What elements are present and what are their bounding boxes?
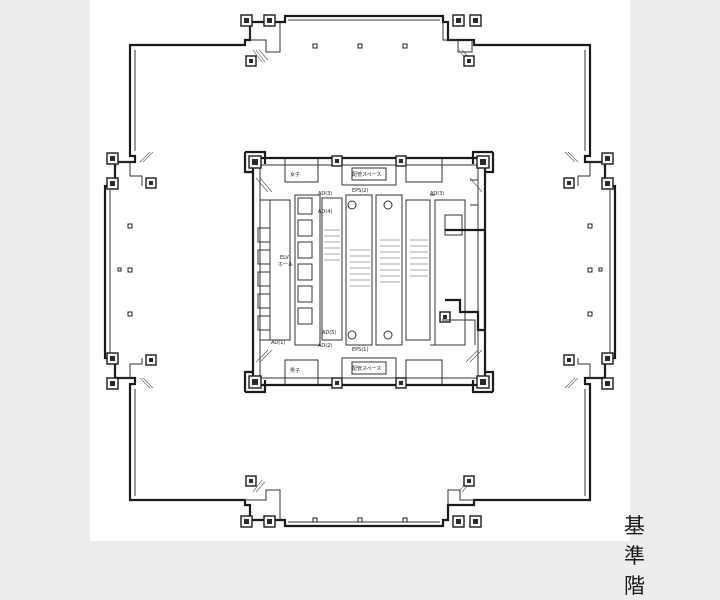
outer-perimeter-wall [103, 14, 617, 528]
pipe-top-label: 配管スペース [352, 171, 381, 178]
core-columns [248, 155, 490, 389]
perimeter-columns [106, 14, 614, 528]
core-rooms [255, 158, 487, 385]
ad-4-label: AD(4) [318, 209, 332, 215]
core-labels: ELV ホール AD(1) AD(2) AD(3) AD(4) AD(3) AD… [271, 171, 444, 374]
elv-hall-label: ELV [280, 255, 289, 261]
eps-bottom-label: EPS(1) [352, 347, 368, 353]
eps-top-label: EPS(2) [352, 188, 368, 194]
ad-1-label: AD(1) [271, 340, 285, 346]
elv-hall-sub-label: ホール [278, 262, 293, 268]
floor-plan-drawing: ELV ホール AD(1) AD(2) AD(3) AD(4) AD(3) AD… [103, 14, 617, 528]
floor-level-label: 基準階 [624, 514, 646, 598]
toilet-m-label: 男子 [290, 367, 300, 374]
ad-2-left-label: AD(2) [318, 343, 332, 349]
ad-3-left-label: AD(3) [318, 191, 332, 197]
ad-5-label: AD(5) [322, 330, 336, 336]
window-mullions [117, 43, 603, 523]
floor-plan-canvas: ELV ホール AD(1) AD(2) AD(3) AD(4) AD(3) AD… [90, 0, 645, 598]
ad-3-right-label: AD(3) [430, 191, 444, 197]
toilet-w-label: 女子 [290, 171, 300, 178]
core-outline [243, 150, 495, 394]
pipe-bottom-label: 配管スペース [352, 365, 381, 372]
corner-details [115, 22, 605, 520]
